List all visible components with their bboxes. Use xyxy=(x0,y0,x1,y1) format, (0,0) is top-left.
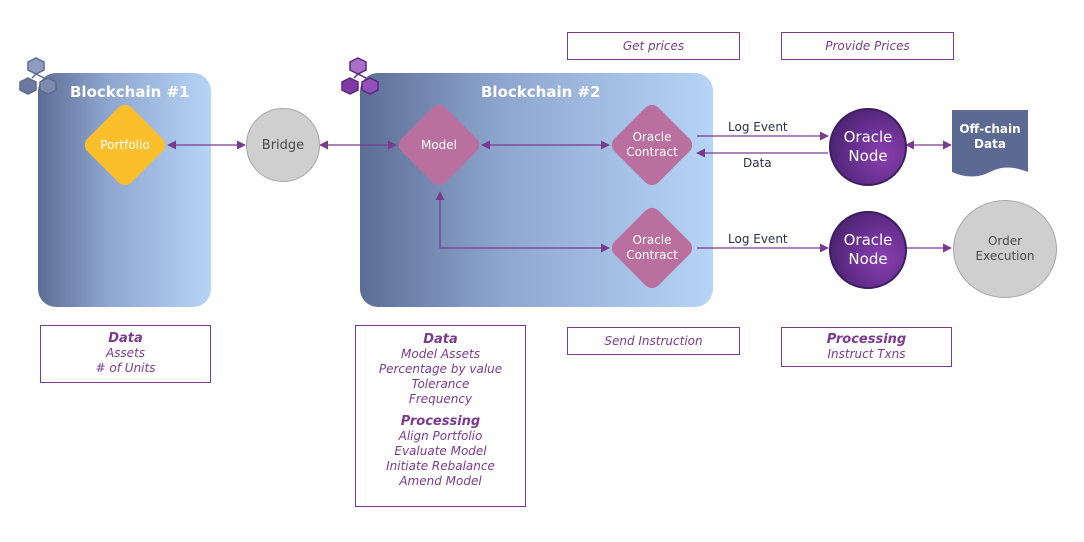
data-edge-label: Data xyxy=(743,156,772,170)
chain1-data-heading: Data xyxy=(108,331,143,346)
chain2-data-line: Model Assets xyxy=(401,347,480,361)
model-node: Model xyxy=(395,101,483,189)
portfolio-label: Portfolio xyxy=(100,137,150,152)
oracle-contract-2-label: Oracle Contract xyxy=(626,233,678,262)
blockchain-2-icon xyxy=(341,57,379,95)
chain2-data-line: Tolerance xyxy=(411,377,470,391)
chain2-processing-line: Amend Model xyxy=(399,474,482,488)
blockchain-1-title: Blockchain #1 xyxy=(70,83,190,101)
chain1-data-line: # of Units xyxy=(95,361,156,375)
log-event-1-label: Log Event xyxy=(728,120,788,134)
chain1-data-line: Assets xyxy=(105,346,146,360)
oracle-node-2: Oracle Node xyxy=(829,211,907,289)
send-instruction-box: Send Instruction xyxy=(567,327,740,355)
chain2-processing-heading: Processing xyxy=(400,414,481,429)
chain2-data-line: Frequency xyxy=(408,392,473,406)
oracle-node-1: Oracle Node xyxy=(829,108,907,186)
oracle-contract-1-node: Oracle Contract xyxy=(608,101,696,189)
blockchain-1-icon xyxy=(19,57,57,95)
bridge-node: Bridge xyxy=(246,108,320,182)
get-prices-box: Get prices xyxy=(567,32,740,60)
chain2-processing-line: Evaluate Model xyxy=(394,444,487,458)
provide-prices-text: Provide Prices xyxy=(825,39,910,53)
oracle-contract-1-label: Oracle Contract xyxy=(626,130,678,159)
offchain-data-label: Off-chain Data xyxy=(959,122,1021,151)
processing-heading: Processing xyxy=(826,332,907,347)
chain2-processing-line: Align Portfolio xyxy=(398,429,483,443)
provide-prices-box: Provide Prices xyxy=(781,32,954,60)
blockchain-2-title: Blockchain #2 xyxy=(481,83,601,101)
chain2-processing-line: Initiate Rebalance xyxy=(386,459,495,473)
send-instruction-text: Send Instruction xyxy=(604,334,703,348)
offchain-data-document-shape xyxy=(952,110,1028,177)
portfolio-node: Portfolio xyxy=(81,101,169,189)
get-prices-text: Get prices xyxy=(622,39,685,53)
edge-model-oracle-contract-2 xyxy=(435,191,610,253)
oracle-contract-2-node: Oracle Contract xyxy=(608,204,696,292)
order-execution-node: Order Execution xyxy=(953,200,1057,298)
model-label: Model xyxy=(420,137,458,152)
chain2-info-box: Data Model Assets Percentage by value To… xyxy=(355,325,526,507)
processing-line: Instruct Txns xyxy=(827,347,906,361)
chain2-data-line: Percentage by value xyxy=(378,362,503,376)
processing-box: Processing Instruct Txns xyxy=(781,327,952,367)
log-event-2-label: Log Event xyxy=(728,232,788,246)
chain2-data-heading: Data xyxy=(423,332,458,347)
chain1-info-box: Data Assets # of Units xyxy=(40,325,211,383)
